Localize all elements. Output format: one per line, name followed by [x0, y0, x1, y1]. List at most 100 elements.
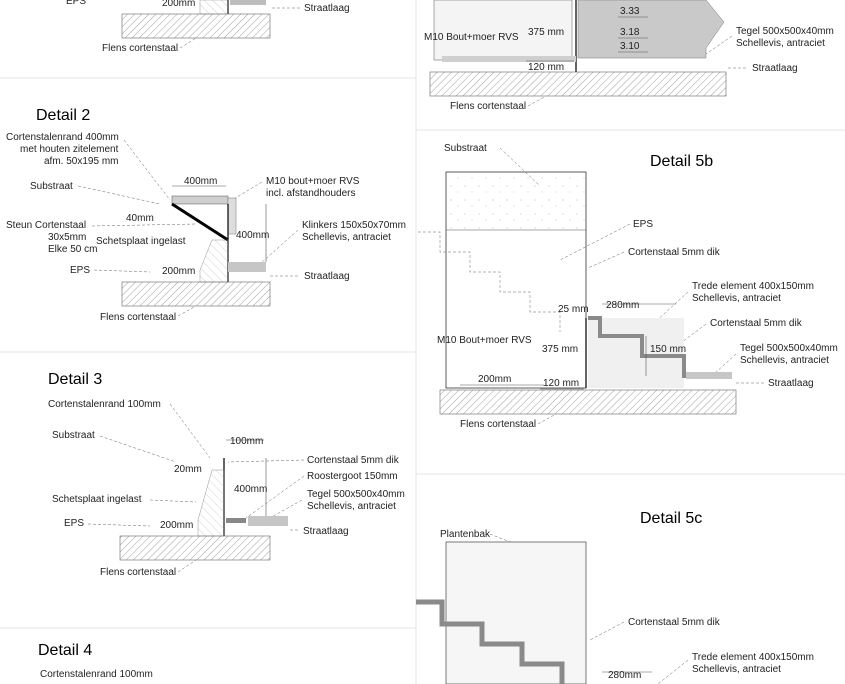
ground-hatch: [121, 281, 271, 307]
svg-text:met houten zitelement: met houten zitelement: [20, 144, 119, 155]
svg-text:Schellevis, antraciet: Schellevis, antraciet: [302, 232, 391, 243]
dim-100: 100mm: [230, 436, 263, 447]
detail-3-title: Detail 3: [48, 371, 102, 388]
tegel: [686, 372, 732, 379]
dim-120: 120 mm: [528, 62, 564, 73]
ground-hatch: [439, 389, 737, 415]
planter-box: [445, 541, 587, 684]
label-flens: Flens cortenstaal: [102, 43, 178, 54]
label-substraat: Substraat: [30, 181, 73, 192]
dim-120: 120 mm: [543, 378, 579, 389]
stair-core: [588, 318, 684, 388]
label-bout: M10 bout+moer RVS: [266, 176, 360, 187]
label-trede: Trede element 400x150mm: [692, 281, 814, 292]
stair-profile: [588, 316, 732, 378]
svg-text:Schellevis, antraciet: Schellevis, antraciet: [692, 293, 781, 304]
label-plantenbak: Plantenbak: [440, 529, 491, 540]
label-rand: Cortenstalenrand 100mm: [40, 669, 153, 680]
label-substraat: Substraat: [52, 430, 95, 441]
label-schetsplaat: Schetsplaat ingelast: [52, 494, 142, 505]
level-318: 3.18: [620, 27, 640, 38]
dim-200: 200mm: [162, 266, 195, 277]
label-trede: Trede element 400x150mm: [692, 652, 814, 663]
support-strut: [171, 202, 229, 242]
label-tegel: Tegel 500x500x40mm: [736, 26, 834, 37]
detail-2-title: Detail 2: [36, 107, 90, 124]
dim-280: 280mm: [608, 670, 641, 681]
detail-5c: Detail 5c Plantenbak Cortenstaal 5mm dik…: [416, 510, 814, 684]
dim-400-side: 400mm: [236, 230, 269, 241]
label-eps-partial: EPS: [66, 0, 86, 7]
label-eps: EPS: [70, 265, 90, 276]
dim-200: 200mm: [160, 520, 193, 531]
substrate-fill: [446, 172, 586, 230]
label-flens: Flens cortenstaal: [100, 312, 176, 323]
ground-hatch: [121, 13, 271, 39]
label-straatlaag: Straatlaag: [752, 63, 798, 74]
label-tegel: Tegel 500x500x40mm: [740, 343, 838, 354]
planter-box: [445, 171, 587, 389]
detail-4-title: Detail 4: [38, 642, 92, 659]
dim-200: 200mm: [478, 374, 511, 385]
label-eps: EPS: [64, 518, 84, 529]
dim-400: 400mm: [234, 484, 267, 495]
label-schetsplaat: Schetsplaat ingelast: [96, 236, 186, 247]
eps-block: [199, 239, 229, 283]
svg-text:Schellevis, antraciet: Schellevis, antraciet: [692, 664, 781, 675]
dim-200: 200mm: [162, 0, 195, 9]
label-steun: Steun Cortenstaal: [6, 220, 86, 231]
label-rand: Cortenstalenrand 100mm: [48, 399, 161, 410]
label-flens: Flens cortenstaal: [450, 101, 526, 112]
label-eps: EPS: [633, 219, 653, 230]
svg-text:30x5mm: 30x5mm: [48, 232, 86, 243]
svg-text:afm. 50x195 mm: afm. 50x195 mm: [44, 156, 118, 167]
dim-375: 375 mm: [542, 344, 578, 355]
label-tegel: Tegel 500x500x40mm: [307, 489, 405, 500]
detail-3: Detail 3 Cortenstalenrand 100mm Substraa…: [48, 371, 405, 578]
label-straatlaag: Straatlaag: [304, 3, 350, 14]
detail-1: EPS 200mm Straatlaag Flens cortenstaal: [66, 0, 350, 54]
stair-elements: [577, 0, 725, 59]
detail-5b: Detail 5b Substraat EPS Cortenstaal 5mm …: [418, 143, 838, 430]
detail-4: Detail 4 Cortenstalenrand 100mm: [38, 642, 153, 680]
level-333: 3.33: [620, 6, 640, 17]
svg-text:Schellevis, antraciet: Schellevis, antraciet: [740, 355, 829, 366]
label-klinkers: Klinkers 150x50x70mm: [302, 220, 406, 231]
label-flens: Flens cortenstaal: [460, 419, 536, 430]
label-roostergoot: Roostergoot 150mm: [307, 471, 398, 482]
level-310: 3.10: [620, 41, 640, 52]
paving: [230, 0, 266, 5]
label-straatlaag: Straatlaag: [304, 271, 350, 282]
svg-text:incl. afstandhouders: incl. afstandhouders: [266, 188, 356, 199]
svg-text:Schellevis, antraciet: Schellevis, antraciet: [307, 501, 396, 512]
label-substraat: Substraat: [444, 143, 487, 154]
detail-5a: 3.33 375 mm 3.18 3.10 M10 Bout+moer RVS …: [424, 0, 834, 112]
label-cortenstaal: Cortenstaal 5mm dik: [628, 247, 721, 258]
label-flens: Flens cortenstaal: [100, 567, 176, 578]
dim-400-top: 400mm: [184, 176, 217, 187]
dim-280: 280mm: [606, 300, 639, 311]
dim-40: 40mm: [126, 213, 154, 224]
detail-2: Detail 2 Cortenstalenrand 400mm met hout…: [6, 107, 406, 323]
label-straatlaag: Straatlaag: [768, 378, 814, 389]
label-rand: Cortenstalenrand 400mm: [6, 132, 119, 143]
detail-5b-title: Detail 5b: [650, 153, 713, 170]
flange: [442, 56, 576, 62]
dim-150: 150 mm: [650, 344, 686, 355]
dim-375: 375 mm: [528, 27, 564, 38]
spacer: [227, 197, 237, 235]
svg-text:Elke 50 cm: Elke 50 cm: [48, 244, 97, 255]
wooden-seat: [171, 195, 229, 205]
label-straatlaag: Straatlaag: [303, 526, 349, 537]
label-cortenstaal: Cortenstaal 5mm dik: [628, 617, 721, 628]
detail-5c-title: Detail 5c: [640, 510, 702, 527]
stair-profile: [416, 599, 565, 684]
label-cortenstaal: Cortenstaal 5mm dik: [307, 455, 400, 466]
label-bout: M10 Bout+moer RVS: [424, 32, 519, 43]
eps-block: [197, 469, 225, 537]
tegel: [248, 516, 288, 526]
ground-hatch: [429, 71, 727, 97]
hidden-stairs: [418, 231, 561, 332]
dim-20: 20mm: [174, 464, 202, 475]
